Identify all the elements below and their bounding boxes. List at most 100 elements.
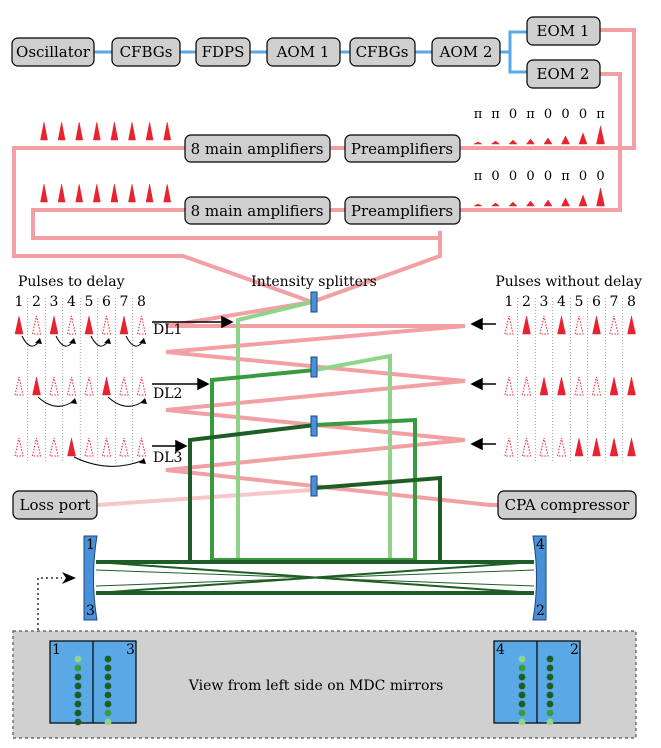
mdc-view-left: 1 3 <box>49 640 137 726</box>
pulse-empty <box>84 437 94 457</box>
label-dl2: DL2 <box>153 386 182 402</box>
amplified-pulse <box>163 121 172 141</box>
splitter-3 <box>310 415 318 437</box>
pre-pulse <box>490 202 501 207</box>
pre-pulse <box>473 203 483 207</box>
beam-eom1-to-preamp1 <box>460 28 636 150</box>
pulse-empty <box>574 376 584 396</box>
box-loss-port: Loss port <box>12 490 98 520</box>
pulse-filled <box>557 315 566 335</box>
box-main-amplifiers-2: 8 main amplifiers <box>184 196 331 225</box>
pre-pulse <box>578 132 588 145</box>
phase-label: π <box>474 107 483 122</box>
pulse-empty <box>504 376 514 396</box>
pulse-empty <box>136 376 147 396</box>
pulse-empty <box>521 437 532 457</box>
beam-eom2-to-preamp2 <box>460 72 622 212</box>
amplified-pulse <box>57 121 66 141</box>
svg-text:Loss port: Loss port <box>20 496 91 514</box>
box-aom-2: AOM 2 <box>431 37 501 67</box>
phase-label: 0 <box>544 107 552 122</box>
svg-text:1: 1 <box>86 537 95 553</box>
mdc-mirror-left: 1 3 <box>83 535 98 621</box>
pulse-empty <box>101 437 112 457</box>
pulse-number: 8 <box>137 294 146 310</box>
pulse-number: 7 <box>120 294 129 310</box>
amplified-pulse <box>128 121 136 141</box>
pre-pulse <box>596 187 605 207</box>
pulse-empty <box>31 437 42 457</box>
amplified-pulse <box>75 183 84 203</box>
svg-text:3: 3 <box>86 603 95 619</box>
splitter-2 <box>310 356 318 378</box>
pre-pulse <box>543 199 553 207</box>
label-intensity-splitters: Intensity splitters <box>251 274 377 290</box>
svg-text:2: 2 <box>570 642 579 658</box>
pulse-number: 4 <box>67 294 76 310</box>
amplified-pulse <box>92 183 101 203</box>
pre-pulse <box>561 197 570 207</box>
beam-spot <box>74 673 82 681</box>
beam-spot <box>546 718 554 726</box>
phase-label: π <box>561 169 570 184</box>
box-eom-1: EOM 1 <box>526 16 601 46</box>
phase-label: π <box>491 107 500 122</box>
intensity-splitters <box>310 291 318 497</box>
pre-pulses-2 <box>473 187 605 207</box>
view-pointer <box>37 572 76 630</box>
beam-spot <box>104 682 112 690</box>
pulse-number: 2 <box>522 294 531 310</box>
pulse-empty <box>14 376 24 396</box>
svg-text:Preamplifiers: Preamplifiers <box>351 140 453 158</box>
beam-spot <box>546 664 554 672</box>
box-cpa-compressor: CPA compressor <box>497 490 637 520</box>
beam-spot <box>74 691 82 699</box>
pulse-number: 1 <box>505 294 514 310</box>
pulse-empty <box>119 437 129 457</box>
pulse-number: 6 <box>102 294 111 310</box>
pulse-filled <box>119 315 129 335</box>
beam-spot <box>104 655 112 663</box>
pre-pulse <box>508 139 518 145</box>
fiber-lines <box>94 30 527 74</box>
amplified-pulse <box>92 121 101 141</box>
box-preamplifiers-1: Preamplifiers <box>344 134 461 163</box>
beam-spot <box>104 691 112 699</box>
pre-pulse <box>525 200 536 207</box>
svg-text:AOM 1: AOM 1 <box>276 43 330 61</box>
svg-text:Preamplifiers: Preamplifiers <box>351 202 453 220</box>
delay-arc <box>107 396 146 407</box>
pulse-empty <box>574 315 584 335</box>
beam-spot <box>518 718 526 726</box>
beam-spot <box>74 664 82 672</box>
phase-label: 0 <box>596 169 604 184</box>
pulse-number: 4 <box>557 294 566 310</box>
phase-label: 0 <box>579 169 587 184</box>
phase-label: 0 <box>491 169 499 184</box>
pulse-filled <box>557 376 566 396</box>
beam-spot <box>74 655 82 663</box>
box-cfbgs-2: CFBGs <box>349 37 416 67</box>
box-oscillator: Oscillator <box>11 37 95 67</box>
svg-text:CFBGs: CFBGs <box>120 43 173 61</box>
beam-spot <box>518 673 526 681</box>
pulse-filled <box>609 376 619 396</box>
pulse-empty <box>539 315 549 335</box>
pulse-empty <box>136 315 147 335</box>
amplified-pulse <box>110 121 119 141</box>
box-cfbgs-1: CFBGs <box>111 37 181 67</box>
pulse-empty <box>539 437 549 457</box>
pulse-filled <box>49 315 59 335</box>
phase-label: π <box>596 107 605 122</box>
input-arrows <box>152 315 496 453</box>
splitter-1 <box>310 291 318 313</box>
svg-text:2: 2 <box>536 603 545 619</box>
beam-spot <box>518 664 526 672</box>
pulse-number: 7 <box>610 294 619 310</box>
pulse-filled <box>609 437 619 457</box>
beam-spot <box>74 682 82 690</box>
pulse-filled <box>627 376 636 396</box>
svg-text:FDPS: FDPS <box>202 43 245 61</box>
beam-spot <box>518 691 526 699</box>
